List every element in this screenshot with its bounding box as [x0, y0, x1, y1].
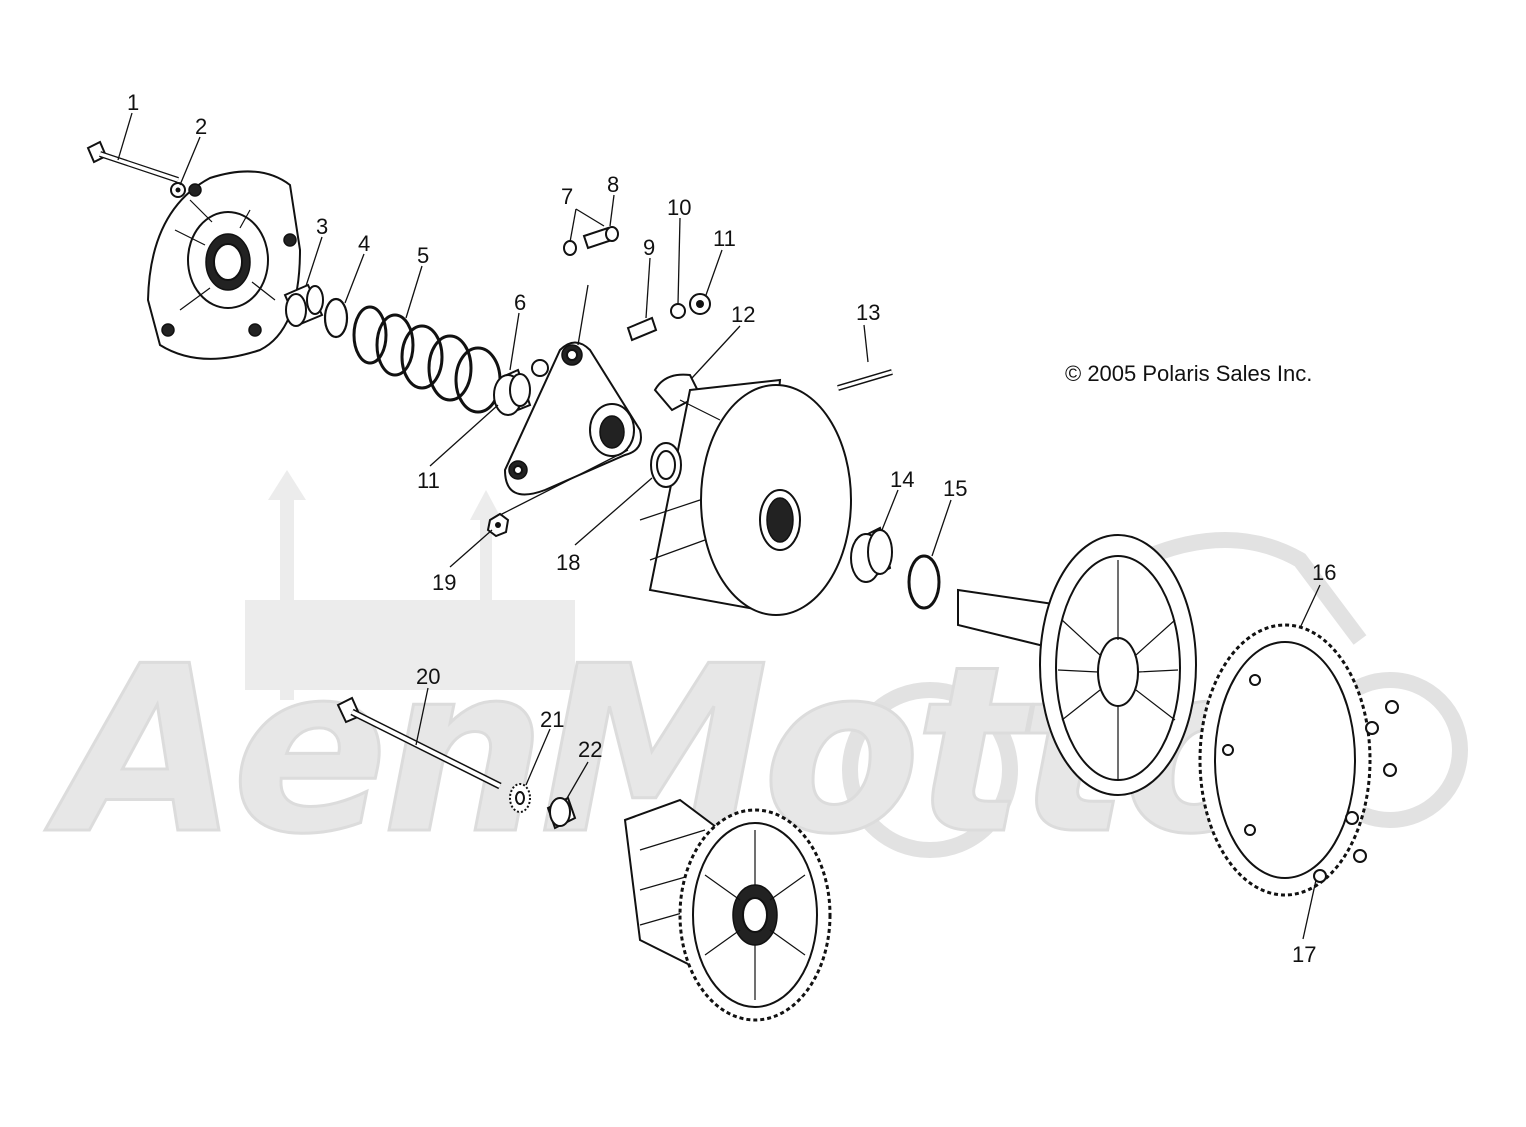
callout-9: 9: [643, 235, 655, 260]
callout-4: 4: [358, 231, 370, 256]
callout-15: 15: [943, 476, 967, 501]
callout-5: 5: [417, 243, 429, 268]
part-5-spring: [352, 305, 502, 414]
callout-11b: 11: [417, 468, 440, 493]
part-1-bolt: [86, 140, 179, 183]
callout-10: 10: [667, 195, 691, 220]
part-cover-plate: [146, 170, 302, 360]
callout-14: 14: [890, 467, 914, 492]
part-assembled-clutch: [623, 798, 832, 1022]
part-3-bushing: [283, 283, 324, 327]
part-14-bushing: [850, 526, 893, 583]
callout-17: 17: [1292, 942, 1316, 967]
watermark-city-silhouette: [245, 470, 575, 700]
part-13-pin: [837, 369, 893, 391]
part-17-screws: [1313, 700, 1399, 883]
callout-11a: 11: [713, 226, 736, 251]
part-spider-arm: [503, 341, 642, 496]
callout-8: 8: [607, 172, 619, 197]
part-7-8-pin: [563, 226, 619, 256]
callout-3: 3: [316, 214, 328, 239]
part-10-washer: [670, 303, 686, 319]
callout-18: 18: [556, 550, 580, 575]
callout-6: 6: [514, 290, 526, 315]
part-fixed-sheave: [957, 534, 1197, 796]
part-6-spacer: [493, 368, 532, 416]
part-11-roller: [689, 293, 711, 315]
copyright-text: © 2005 Polaris Sales Inc.: [1065, 361, 1312, 386]
part-16-ring-gear: [1198, 623, 1372, 897]
callout-12: 12: [731, 302, 755, 327]
callout-19: 19: [432, 570, 456, 595]
callout-1: 1: [127, 90, 139, 115]
part-20-bolt: [336, 696, 502, 790]
callout-numbers: 1 2 3 4 5 6 7 8 9 10 11 11 12 13 14 15 1…: [127, 90, 1336, 967]
callout-21: 21: [540, 707, 564, 732]
part-movable-sheave: [639, 378, 852, 616]
callout-16: 16: [1312, 560, 1336, 585]
callout-7: 7: [561, 184, 573, 209]
part-18-bearing: [650, 442, 682, 488]
part-21-lock-washer: [509, 783, 531, 813]
part-15-ring: [907, 554, 941, 610]
part-22-bushing: [546, 796, 577, 830]
leader-lines: [117, 112, 1321, 940]
callout-22: 22: [578, 737, 602, 762]
callout-13: 13: [856, 300, 880, 325]
part-9-pin: [626, 316, 658, 342]
part-2-washer: [170, 182, 186, 198]
part-4-snap-ring: [323, 297, 349, 339]
callout-2: 2: [195, 114, 207, 139]
part-19-nut: [486, 512, 510, 538]
callout-20: 20: [416, 664, 440, 689]
